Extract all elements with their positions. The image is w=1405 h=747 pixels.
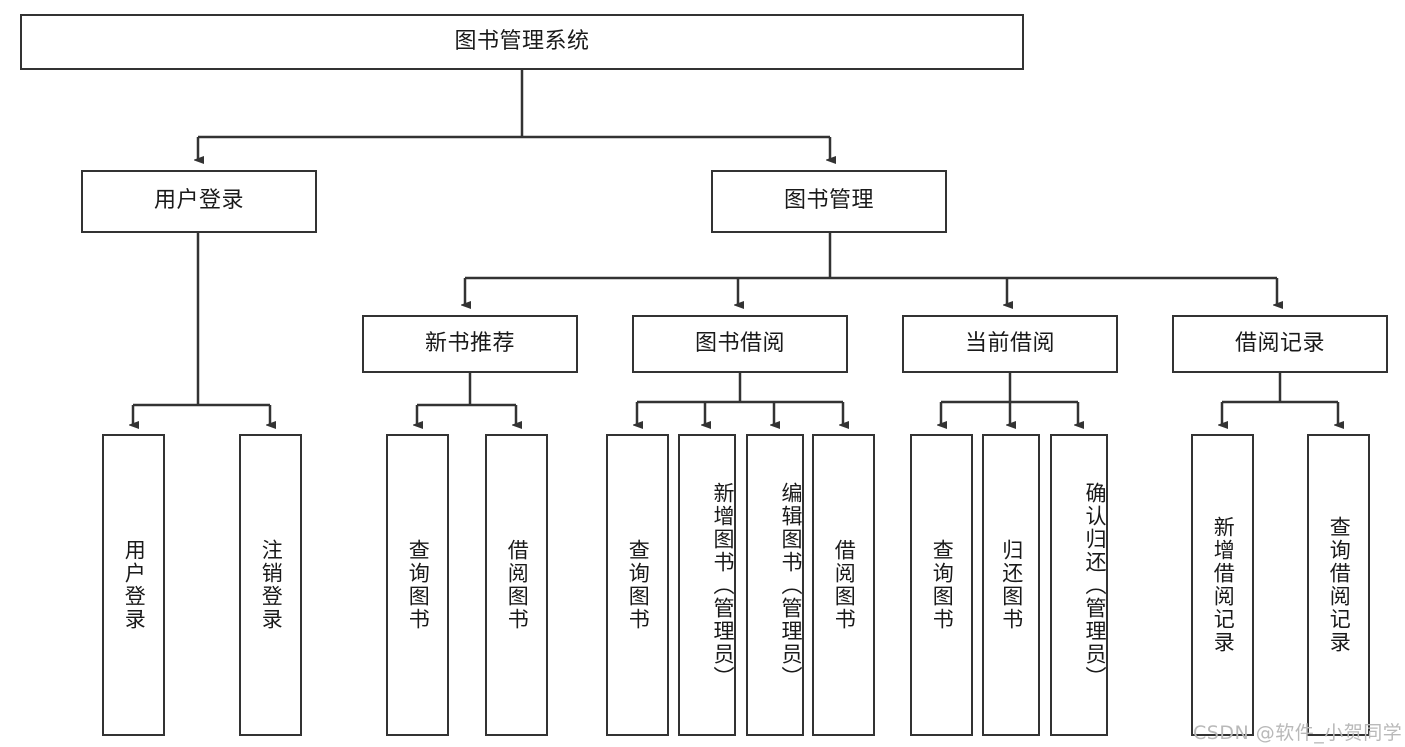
leaf-edit-book-admin[interactable]: 编辑图书（管理员）: [746, 434, 804, 736]
node-label: 新书推荐: [424, 330, 515, 356]
node-label: 借阅记录: [1234, 330, 1325, 356]
node-label: 用户登录: [122, 539, 147, 631]
node-label: 确认归还（管理员）: [1083, 481, 1107, 689]
node-label: 图书管理: [783, 188, 874, 214]
node-book-borrow[interactable]: 图书借阅: [632, 315, 848, 373]
leaf-borrow-book-borrow[interactable]: 借阅图书: [812, 434, 875, 736]
leaf-return-book[interactable]: 归还图书: [982, 434, 1040, 736]
node-label: 查询借阅记录: [1327, 516, 1352, 654]
leaf-add-borrow-record[interactable]: 新增借阅记录: [1191, 434, 1254, 736]
leaf-borrow-book-recommend[interactable]: 借阅图书: [485, 434, 548, 736]
node-root-system[interactable]: 图书管理系统: [20, 14, 1024, 70]
leaf-user-login[interactable]: 用户登录: [102, 434, 165, 736]
node-user-login[interactable]: 用户登录: [81, 170, 317, 233]
watermark-text: CSDN @软件_小贺同学: [1193, 722, 1403, 744]
node-label: 查询图书: [930, 539, 955, 631]
node-label: 查询图书: [626, 539, 651, 631]
node-current-borrow[interactable]: 当前借阅: [902, 315, 1118, 373]
node-book-manage[interactable]: 图书管理: [711, 170, 947, 233]
node-label: 借阅图书: [505, 539, 530, 631]
leaf-add-book-admin[interactable]: 新增图书（管理员）: [678, 434, 736, 736]
node-label: 归还图书: [999, 539, 1024, 631]
node-label: 新增借阅记录: [1211, 516, 1236, 654]
node-label: 当前借阅: [964, 330, 1055, 356]
node-label: 新增图书（管理员）: [711, 481, 735, 689]
leaf-confirm-return-admin[interactable]: 确认归还（管理员）: [1050, 434, 1108, 736]
leaf-query-book-recommend[interactable]: 查询图书: [386, 434, 449, 736]
node-label: 图书管理系统: [454, 28, 590, 54]
leaf-query-book-borrow[interactable]: 查询图书: [606, 434, 669, 736]
leaf-query-borrow-record[interactable]: 查询借阅记录: [1307, 434, 1370, 736]
node-borrow-record[interactable]: 借阅记录: [1172, 315, 1388, 373]
node-label: 注销登录: [259, 539, 284, 631]
node-new-book-recommend[interactable]: 新书推荐: [362, 315, 578, 373]
node-label: 用户登录: [153, 188, 244, 214]
node-label: 图书借阅: [694, 330, 785, 356]
node-label: 查询图书: [406, 539, 431, 631]
node-label: 借阅图书: [832, 539, 857, 631]
node-label: 编辑图书（管理员）: [779, 481, 803, 689]
leaf-logout-login[interactable]: 注销登录: [239, 434, 302, 736]
leaf-query-book-current[interactable]: 查询图书: [910, 434, 973, 736]
